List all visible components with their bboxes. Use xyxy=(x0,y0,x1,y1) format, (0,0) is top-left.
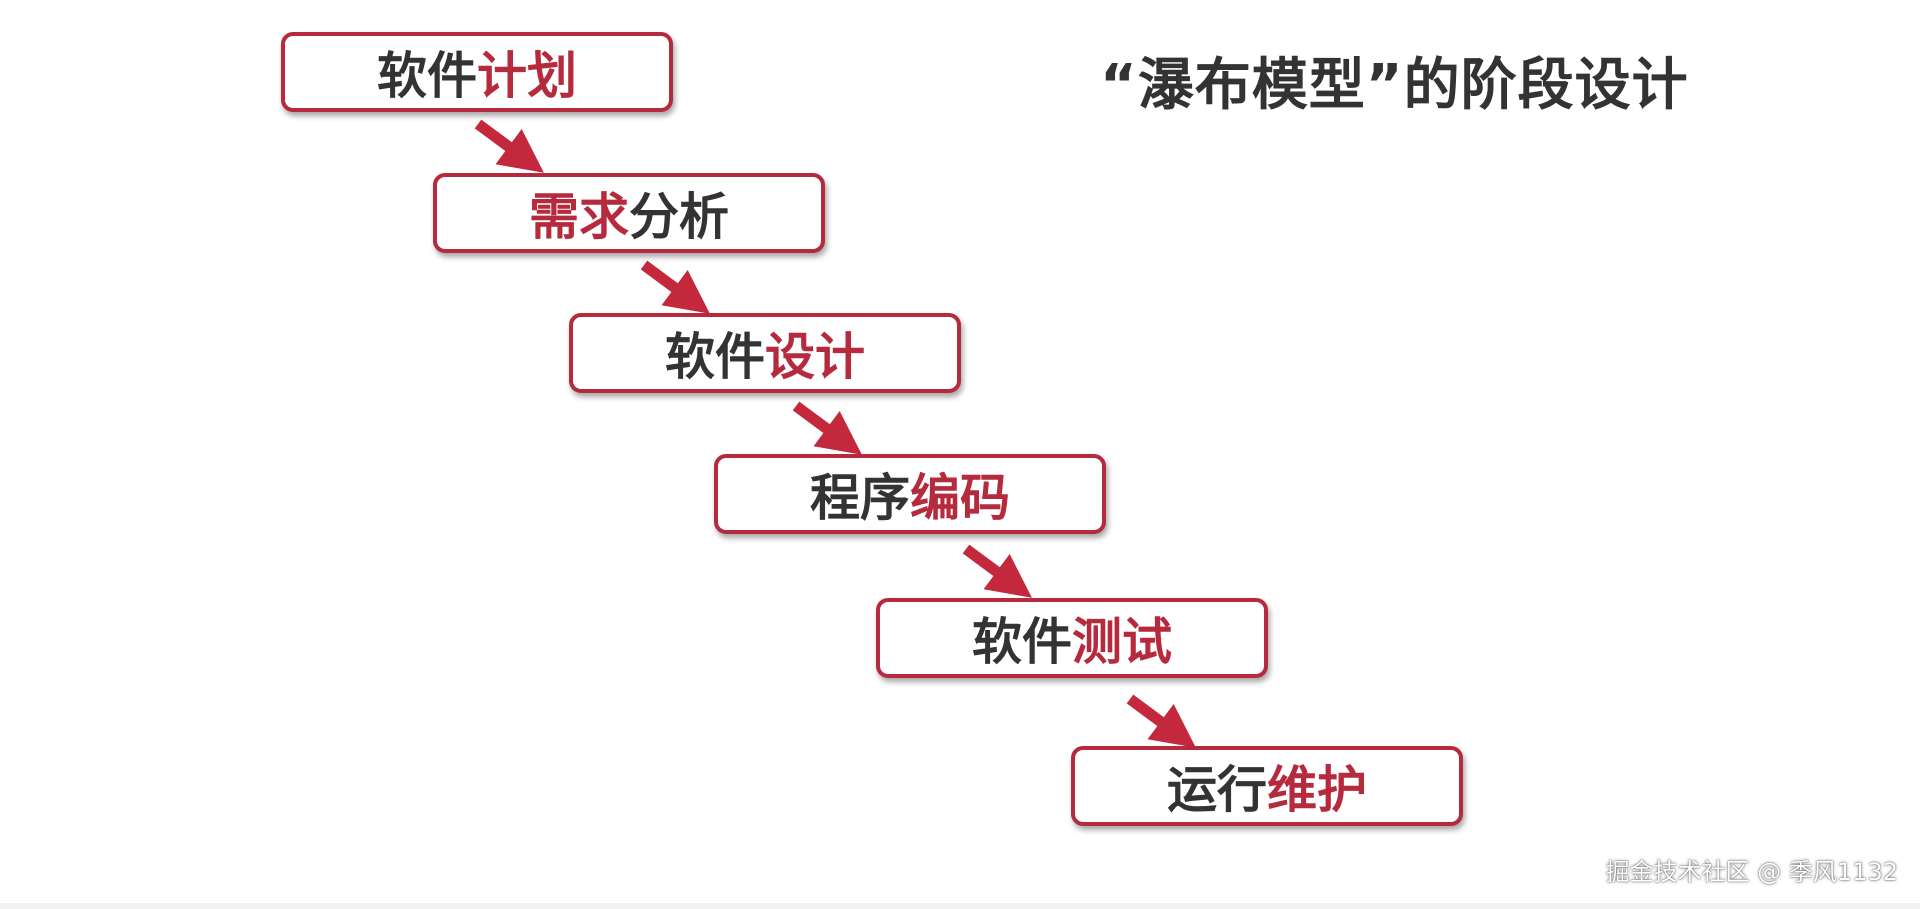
stage-design-plain: 软件 xyxy=(665,328,765,386)
stage-testing-plain: 软件 xyxy=(972,613,1072,671)
stage-design-highlight: 设计 xyxy=(765,328,865,386)
arrow-1 xyxy=(474,119,544,173)
stage-testing: 软件测试 xyxy=(876,598,1268,678)
stage-maintenance: 运行维护 xyxy=(1071,746,1463,826)
arrow-4 xyxy=(962,544,1032,598)
stage-requirements-highlight: 需求 xyxy=(529,188,629,246)
stage-requirements: 需求分析 xyxy=(433,173,825,253)
watermark: 掘金技术社区 @ 季风1132 xyxy=(1605,858,1898,886)
bottom-bar xyxy=(0,903,1920,909)
stage-testing-highlight: 测试 xyxy=(1072,613,1172,671)
stage-requirements-plain: 分析 xyxy=(629,188,729,246)
stage-maintenance-highlight: 维护 xyxy=(1267,761,1367,819)
stage-coding: 程序编码 xyxy=(714,454,1106,534)
stage-plan: 软件计划 xyxy=(281,32,673,112)
stage-maintenance-plain: 运行 xyxy=(1167,761,1267,819)
arrow-2 xyxy=(640,260,710,314)
stage-plan-highlight: 计划 xyxy=(477,47,577,105)
stage-plan-plain: 软件 xyxy=(377,47,477,105)
stage-design: 软件设计 xyxy=(569,313,961,393)
stage-coding-plain: 程序 xyxy=(810,469,910,527)
arrow-5 xyxy=(1126,694,1196,748)
stage-coding-highlight: 编码 xyxy=(910,469,1010,527)
diagram-title: “瀑布模型”的阶段设计 xyxy=(1100,53,1689,118)
arrow-3 xyxy=(792,401,862,455)
